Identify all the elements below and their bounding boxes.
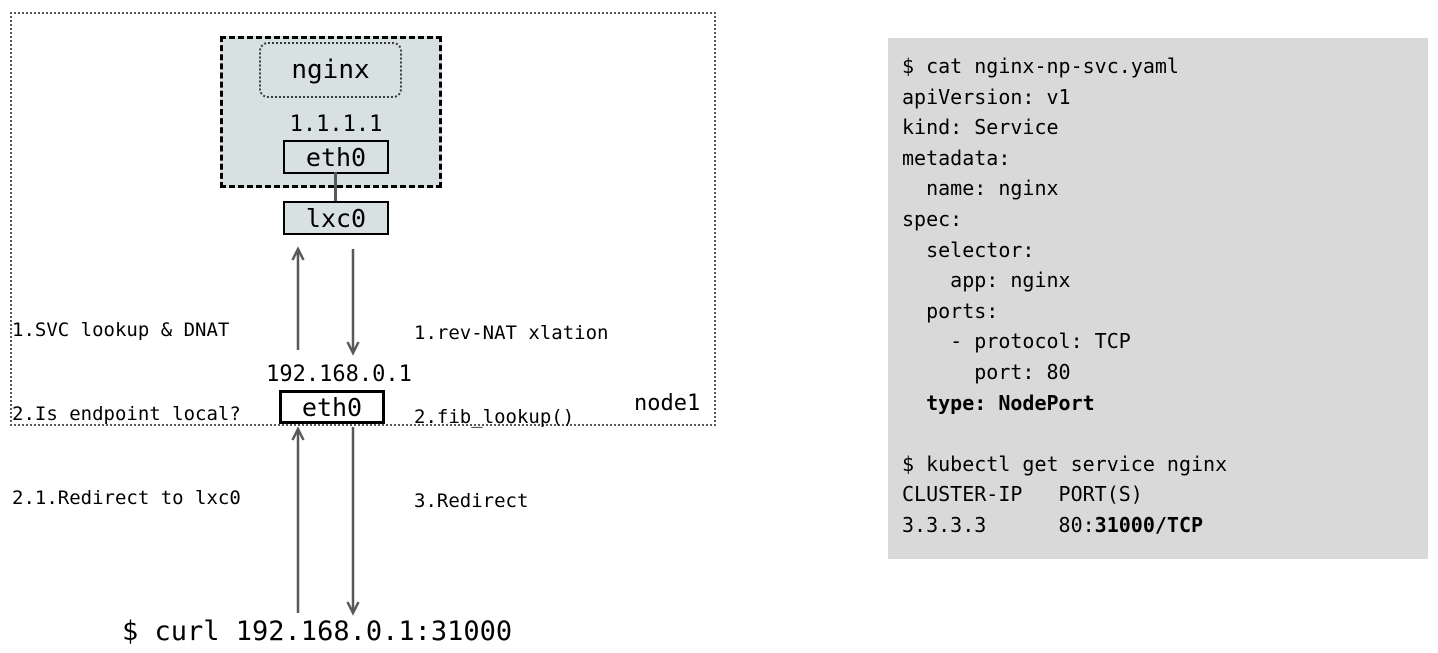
rev-nat-annotation: 1.rev-NAT xlation 2.fib_lookup() 3.Redir… bbox=[414, 263, 608, 571]
pod-eth0-box: eth0 bbox=[283, 140, 389, 174]
annotation-line: 3.Redirect bbox=[414, 490, 529, 512]
terminal-line: CLUSTER-IP PORT(S) bbox=[902, 482, 1143, 507]
terminal-line: $ kubectl get service nginx bbox=[902, 451, 1228, 476]
lxc0-label: lxc0 bbox=[305, 203, 367, 233]
pod-ip-label: 1.1.1.1 bbox=[289, 112, 383, 137]
nginx-label: nginx bbox=[291, 55, 370, 85]
annotation-line: 2.Is endpoint local? bbox=[12, 403, 241, 425]
terminal-line: app: nginx bbox=[902, 268, 1071, 293]
down-arrow-icon bbox=[346, 249, 360, 356]
terminal-line: selector: bbox=[902, 237, 1035, 262]
annotation-line: 1.rev-NAT xlation bbox=[414, 322, 609, 344]
node-eth0-box: eth0 bbox=[279, 390, 385, 424]
terminal-line: type: NodePort bbox=[926, 390, 1095, 415]
veth-connector-line bbox=[334, 172, 337, 202]
terminal-line: name: nginx bbox=[902, 176, 1059, 201]
node-ip-label: 192.168.0.1 bbox=[266, 362, 412, 387]
terminal-panel: $ cat nginx-np-svc.yaml apiVersion: v1 kin… bbox=[888, 38, 1428, 559]
terminal-line: - protocol: TCP bbox=[902, 329, 1131, 354]
terminal-line: 3.3.3.3 80:31000/TCP bbox=[902, 512, 1204, 537]
up-arrow-icon bbox=[291, 426, 305, 613]
terminal-line: ports: bbox=[902, 298, 999, 323]
terminal-line: metadata: bbox=[902, 145, 1011, 170]
terminal-line: $ cat nginx-np-svc.yaml bbox=[902, 54, 1179, 78]
nginx-container-box: nginx bbox=[259, 42, 402, 98]
lxc0-box: lxc0 bbox=[283, 201, 389, 235]
node1-label: node1 bbox=[634, 391, 701, 416]
node-eth0-label: eth0 bbox=[301, 392, 363, 422]
annotation-line: 2.1.Redirect to lxc0 bbox=[12, 487, 241, 509]
curl-command-label: $ curl 192.168.0.1:31000 bbox=[122, 616, 513, 647]
annotation-line: 1.SVC lookup & DNAT bbox=[12, 319, 230, 341]
up-arrow-icon bbox=[291, 246, 305, 350]
terminal-line: port: 80 bbox=[902, 359, 1071, 384]
pod-eth0-label: eth0 bbox=[305, 142, 367, 172]
terminal-line: kind: Service bbox=[902, 115, 1059, 140]
terminal-line: spec: bbox=[902, 206, 963, 231]
terminal-line bbox=[902, 418, 1428, 449]
annotation-line: 2.fib_lookup() bbox=[414, 406, 575, 428]
node1-boundary bbox=[10, 12, 716, 426]
svc-lookup-annotation: 1.SVC lookup & DNAT 2.Is endpoint local?… bbox=[12, 260, 241, 568]
down-arrow-icon bbox=[346, 427, 360, 616]
terminal-line: apiVersion: v1 bbox=[902, 84, 1071, 109]
